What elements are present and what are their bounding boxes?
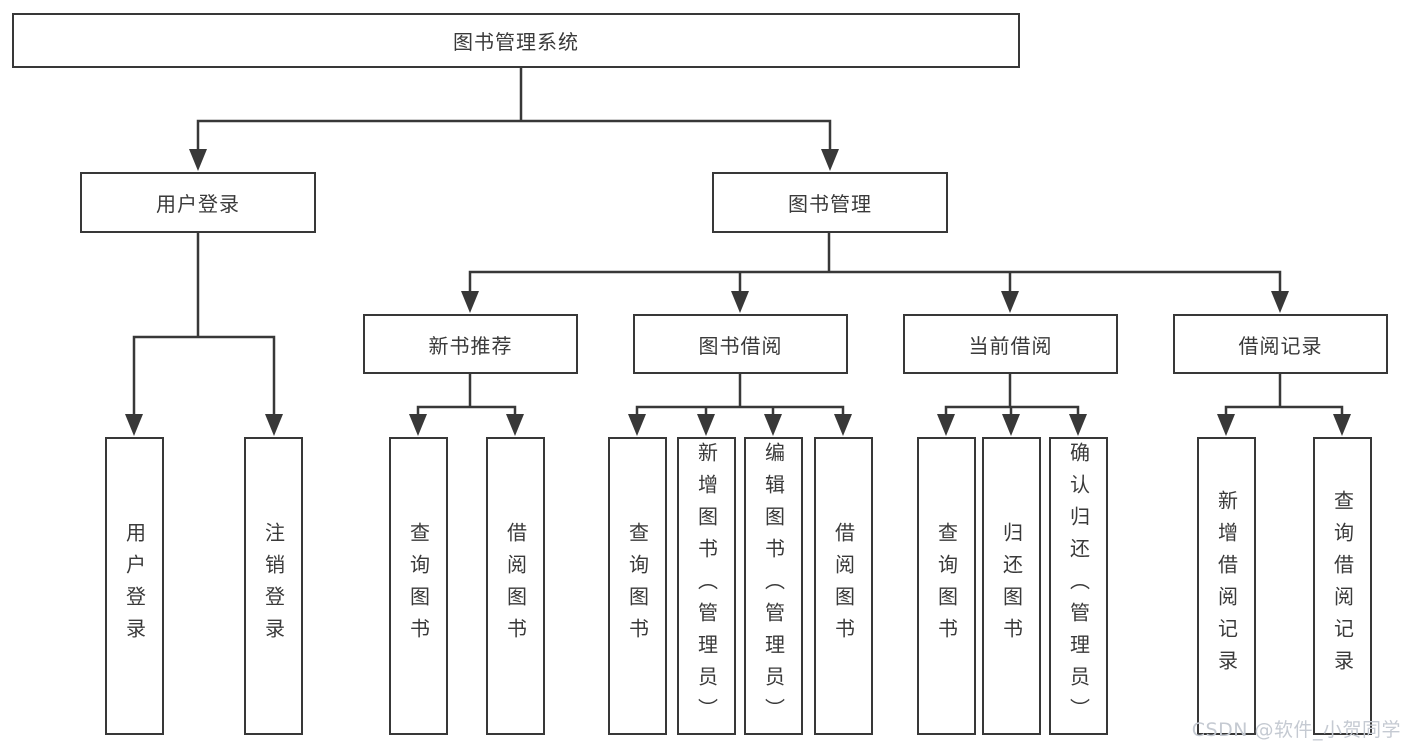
node-new-book-recommend-label: 新书推荐 bbox=[428, 333, 513, 358]
leaf-cb-return-book-label: 归还图书 bbox=[999, 522, 1024, 650]
node-borrow-record-label: 借阅记录 bbox=[1238, 333, 1323, 358]
leaf-br-query-record-label: 查询借阅记录 bbox=[1330, 490, 1355, 682]
leaf-bb-add-book: 新增图书（管理员） bbox=[677, 437, 736, 735]
arrow-to-cb-query-book bbox=[937, 414, 955, 436]
watermark: CSDN @软件_小贺同学 bbox=[1191, 719, 1401, 741]
leaf-br-query-record: 查询借阅记录 bbox=[1313, 437, 1372, 735]
node-book-management: 图书管理 bbox=[712, 172, 948, 233]
node-book-borrow: 图书借阅 bbox=[633, 314, 848, 374]
leaf-bb-edit-book: 编辑图书（管理员） bbox=[744, 437, 803, 735]
leaf-logout-label: 注销登录 bbox=[261, 522, 286, 650]
node-current-borrow-label: 当前借阅 bbox=[968, 333, 1053, 358]
arrow-to-book-borrow bbox=[731, 291, 749, 313]
arrow-to-bb-edit-book bbox=[764, 414, 782, 436]
node-root-label: 图书管理系统 bbox=[453, 30, 579, 54]
arrow-to-nr-borrow-book bbox=[506, 414, 524, 436]
leaf-bb-query-book-label: 查询图书 bbox=[625, 522, 650, 650]
connector-user-login-children bbox=[132, 231, 276, 421]
leaf-user-login: 用户登录 bbox=[105, 437, 164, 735]
leaf-cb-confirm-return: 确认归还（管理员） bbox=[1049, 437, 1108, 735]
arrow-to-cb-return-book bbox=[1002, 414, 1020, 436]
arrow-to-nr-query-book bbox=[409, 414, 427, 436]
node-user-login: 用户登录 bbox=[80, 172, 316, 233]
leaf-nr-borrow-book: 借阅图书 bbox=[486, 437, 545, 735]
node-root: 图书管理系统 bbox=[12, 13, 1020, 68]
node-book-borrow-label: 图书借阅 bbox=[698, 333, 783, 358]
arrow-to-bb-query-book bbox=[628, 414, 646, 436]
arrow-to-bb-add-book bbox=[697, 414, 715, 436]
leaf-user-login-label: 用户登录 bbox=[122, 522, 147, 650]
node-user-login-label: 用户登录 bbox=[156, 192, 240, 216]
arrow-to-br-query-record bbox=[1333, 414, 1351, 436]
leaf-bb-borrow-book: 借阅图书 bbox=[814, 437, 873, 735]
node-new-book-recommend: 新书推荐 bbox=[363, 314, 578, 374]
connector-book-borrow-children bbox=[635, 372, 845, 421]
leaf-nr-query-book: 查询图书 bbox=[389, 437, 448, 735]
leaf-bb-borrow-book-label: 借阅图书 bbox=[831, 522, 856, 650]
arrow-to-user-login bbox=[189, 149, 207, 171]
arrow-to-leaf-logout bbox=[265, 414, 283, 436]
connector-borrow-record-children bbox=[1224, 372, 1344, 421]
leaf-cb-query-book-label: 查询图书 bbox=[934, 522, 959, 650]
connector-book-management-children bbox=[468, 231, 1282, 298]
connector-current-borrow-children bbox=[944, 372, 1080, 421]
arrow-to-cb-confirm-return bbox=[1069, 414, 1087, 436]
node-book-management-label: 图书管理 bbox=[788, 192, 872, 216]
arrow-to-bb-borrow-book bbox=[834, 414, 852, 436]
leaf-bb-add-book-label: 新增图书（管理员） bbox=[694, 442, 719, 730]
leaf-br-add-record-label: 新增借阅记录 bbox=[1214, 490, 1239, 682]
leaf-cb-return-book: 归还图书 bbox=[982, 437, 1041, 735]
arrow-to-borrow-record bbox=[1271, 291, 1289, 313]
arrow-to-br-add-record bbox=[1217, 414, 1235, 436]
leaf-bb-query-book: 查询图书 bbox=[608, 437, 667, 735]
arrow-to-new-book-recommend bbox=[461, 291, 479, 313]
leaf-br-add-record: 新增借阅记录 bbox=[1197, 437, 1256, 735]
leaf-logout: 注销登录 bbox=[244, 437, 303, 735]
leaf-nr-borrow-book-label: 借阅图书 bbox=[503, 522, 528, 650]
leaf-cb-confirm-return-label: 确认归还（管理员） bbox=[1066, 442, 1091, 730]
node-current-borrow: 当前借阅 bbox=[903, 314, 1118, 374]
leaf-bb-edit-book-label: 编辑图书（管理员） bbox=[761, 442, 786, 730]
leaf-cb-query-book: 查询图书 bbox=[917, 437, 976, 735]
node-borrow-record: 借阅记录 bbox=[1173, 314, 1388, 374]
leaf-nr-query-book-label: 查询图书 bbox=[406, 522, 431, 650]
arrow-to-book-management bbox=[821, 149, 839, 171]
connector-root-to-level2 bbox=[196, 66, 832, 156]
arrow-to-leaf-user-login bbox=[125, 414, 143, 436]
arrow-to-current-borrow bbox=[1001, 291, 1019, 313]
connector-new-book-recommend-children bbox=[416, 372, 517, 421]
